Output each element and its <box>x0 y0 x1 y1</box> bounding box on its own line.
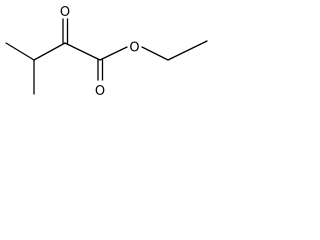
bond-methyl-upper <box>5 42 35 61</box>
carbonyl-oxygen-label: O <box>95 84 105 99</box>
ketone-oxygen-label: O <box>60 5 70 20</box>
bond-ester-oxygen-methylene <box>141 46 169 61</box>
ester-oxygen-label: O <box>129 41 139 56</box>
skeletal-formula: O O O <box>5 5 208 99</box>
bond-ethyl <box>167 40 208 61</box>
bond-isopropyl-ketone <box>33 42 66 61</box>
bond-ketone-ester <box>64 42 101 61</box>
bond-carbonyl-ester-oxygen <box>99 46 128 61</box>
